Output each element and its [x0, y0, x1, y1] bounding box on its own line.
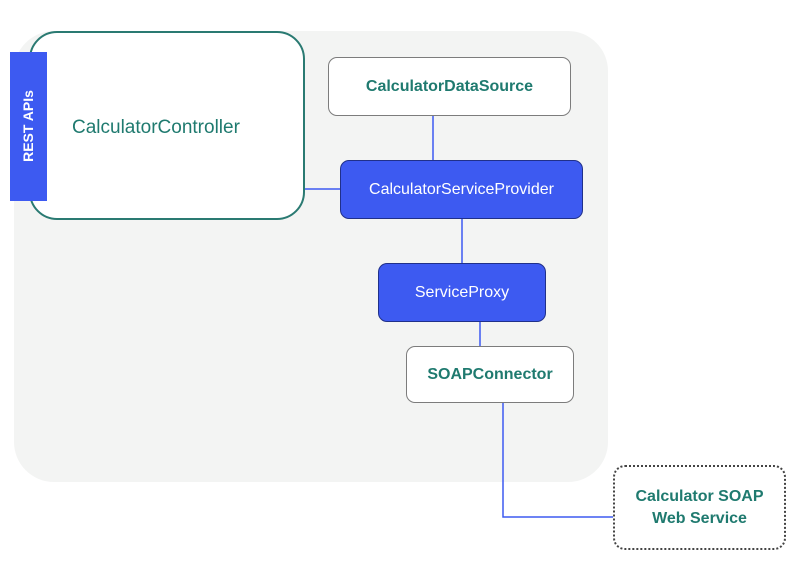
rest-apis-label: REST APIs — [20, 90, 36, 162]
service-proxy-box[interactable]: ServiceProxy — [378, 263, 546, 322]
calculator-soap-web-service-box[interactable]: Calculator SOAP Web Service — [613, 465, 786, 550]
calculator-controller-box[interactable] — [29, 31, 305, 220]
web-service-line2: Web Service — [652, 509, 747, 527]
rest-apis-tab[interactable] — [10, 52, 47, 201]
calculator-service-provider-box[interactable]: CalculatorServiceProvider — [340, 160, 583, 219]
web-service-line1-regular: Calculator — [635, 487, 719, 505]
soap-connector-label-rest: Connector — [472, 365, 553, 383]
connector-soapconnector-webservice — [502, 403, 613, 518]
soap-connector-label-bold: SOAP — [427, 365, 473, 383]
calculator-controller-label: CalculatorController — [72, 117, 240, 138]
calculator-datasource-box[interactable]: CalculatorDataSource — [328, 57, 571, 116]
web-service-line1: Calculator SOAP — [635, 486, 763, 508]
soap-connector-label: SOAPConnector — [427, 366, 552, 384]
calculator-service-provider-label: CalculatorServiceProvider — [369, 180, 554, 198]
soap-connector-box[interactable]: SOAPConnector — [406, 346, 574, 403]
calculator-datasource-label: CalculatorDataSource — [365, 77, 534, 95]
web-service-line1-bold: SOAP — [718, 487, 764, 505]
service-proxy-label: ServiceProxy — [414, 283, 510, 301]
